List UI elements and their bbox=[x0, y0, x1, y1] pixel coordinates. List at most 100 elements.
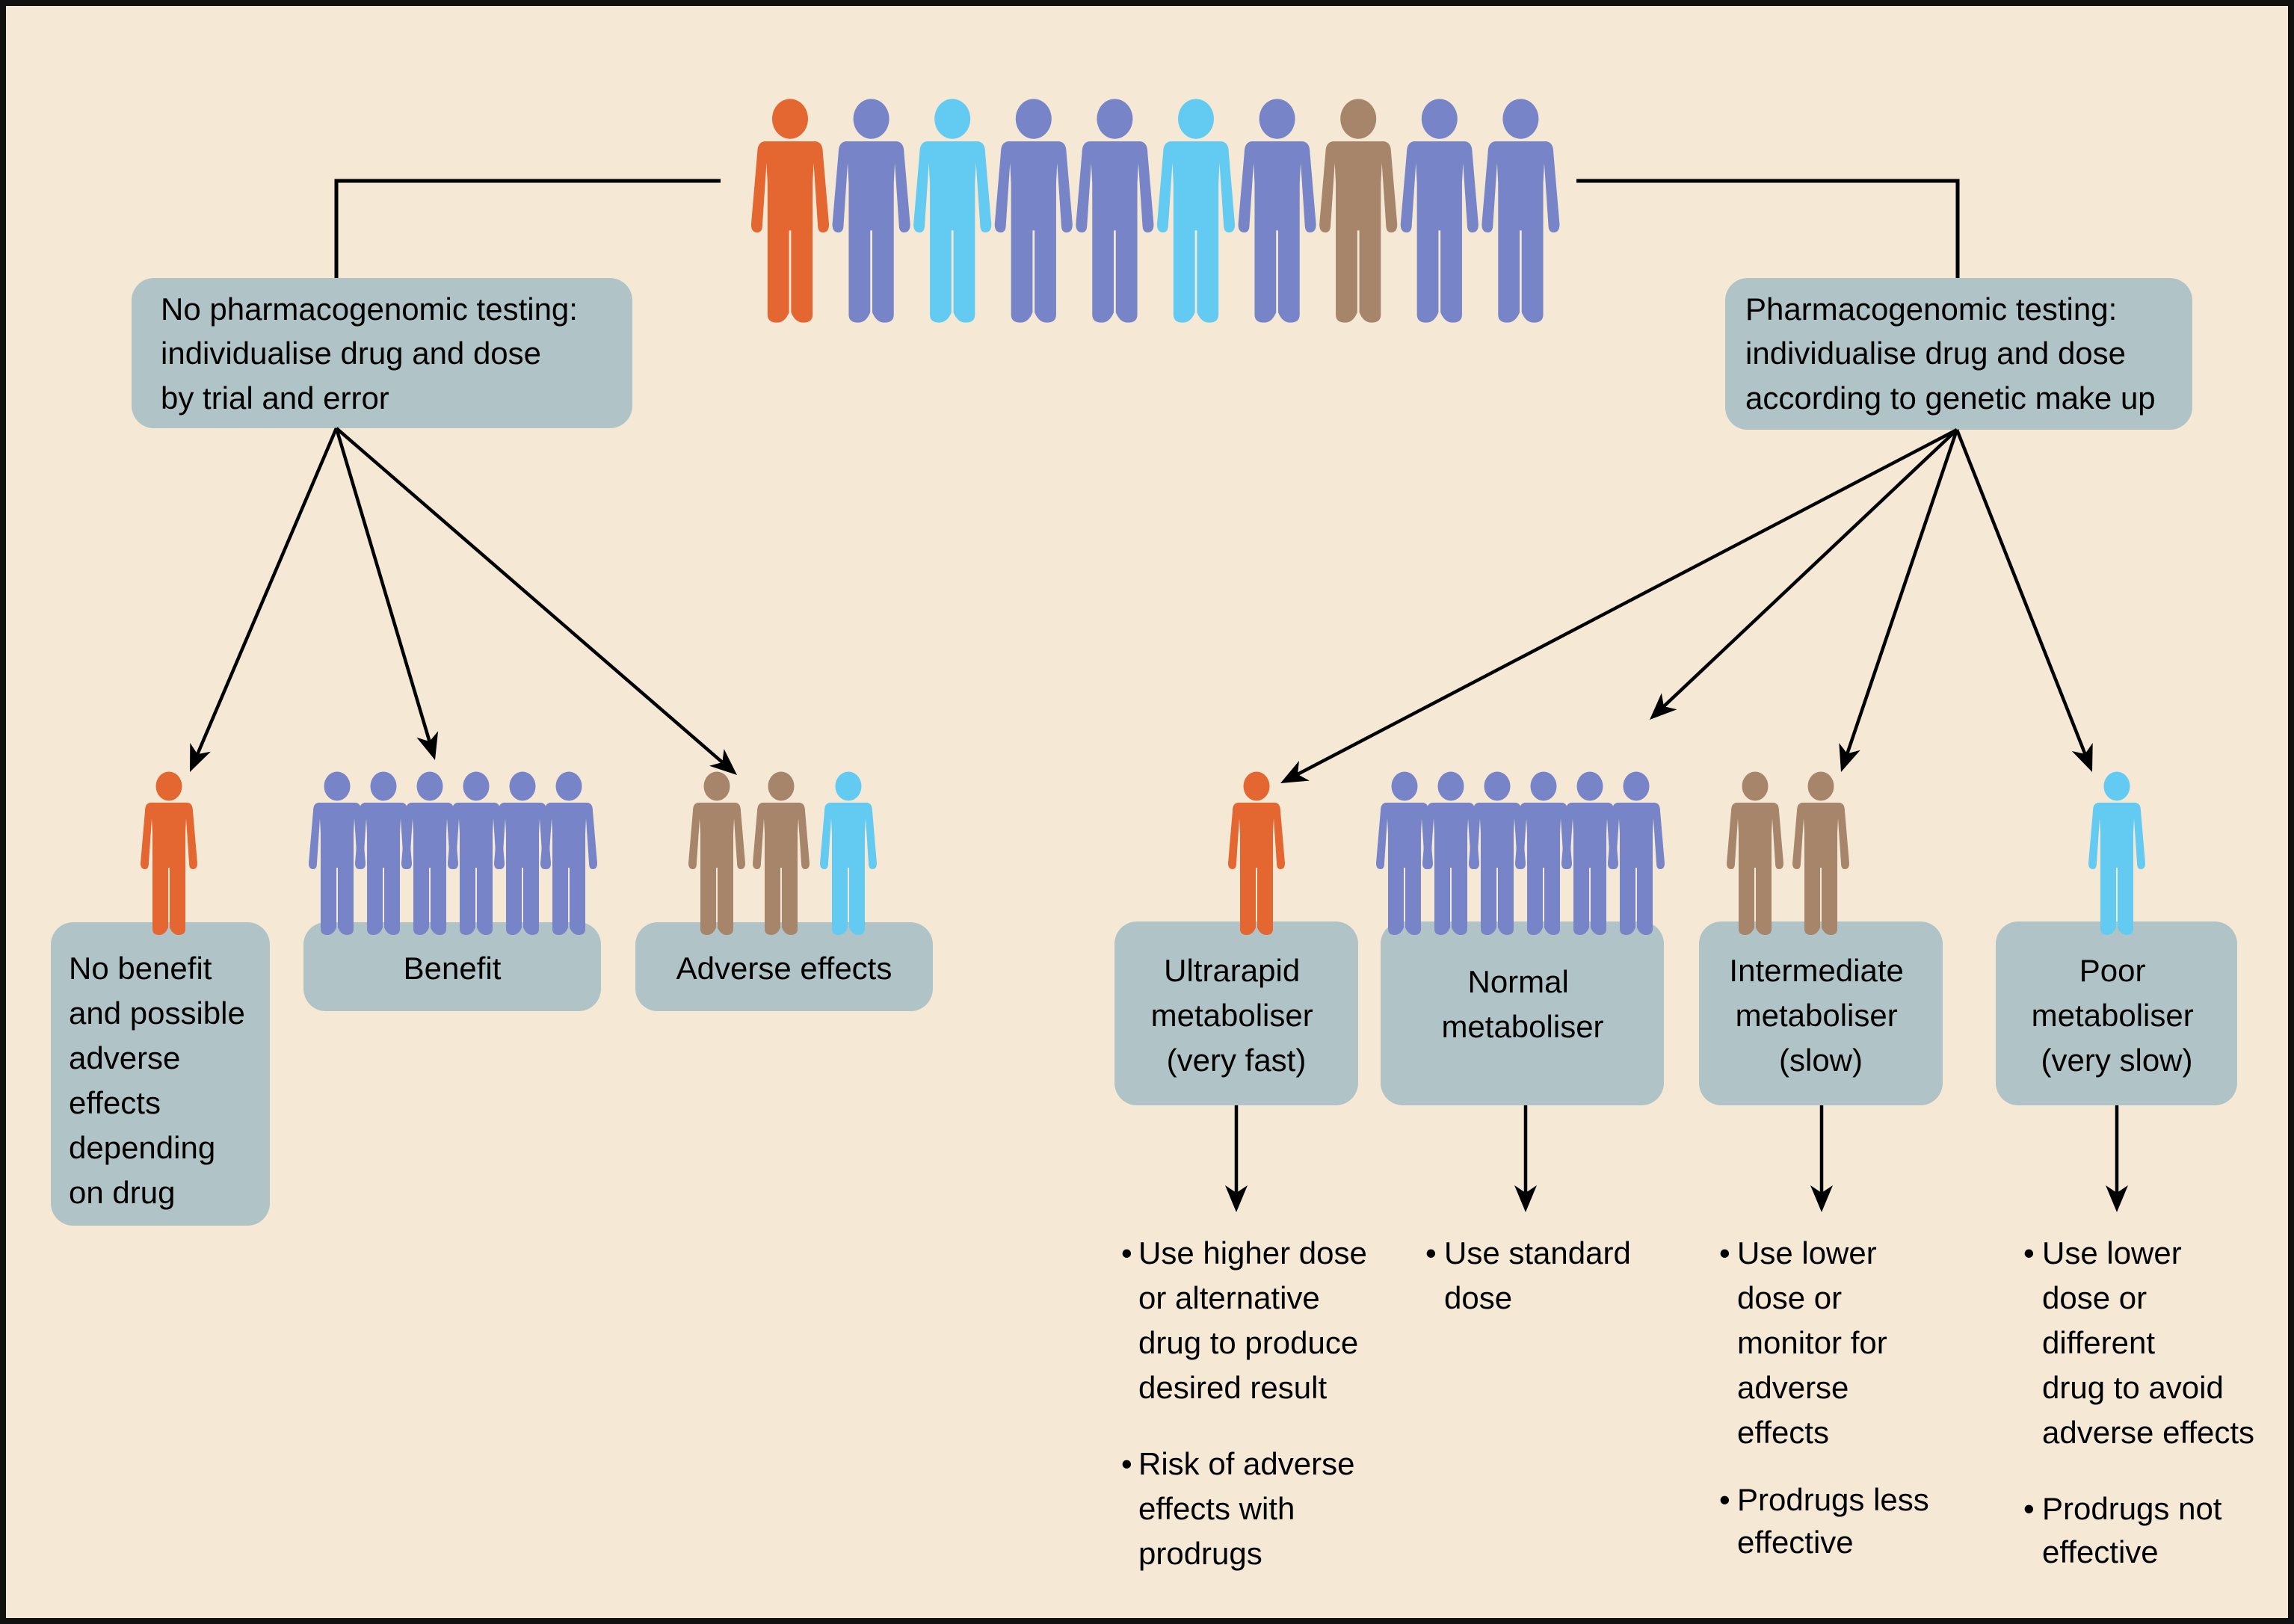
recommendation-line: adverse bbox=[1737, 1370, 1849, 1405]
person-head bbox=[1243, 771, 1270, 801]
testing-box: Pharmacogenomic testing: individualise d… bbox=[1725, 278, 2192, 430]
person-head bbox=[1015, 99, 1052, 139]
recommendation-item: Prodrugs not effective bbox=[2042, 1491, 2230, 1569]
person-body bbox=[355, 803, 412, 935]
person-icon-orange bbox=[750, 99, 830, 323]
bullet-icon: • bbox=[1719, 1235, 1730, 1271]
person-icon-brown bbox=[1319, 99, 1398, 323]
person-icon-cyan bbox=[913, 99, 992, 323]
arrowhead-icon bbox=[190, 743, 211, 772]
adverse-effects-box bbox=[635, 922, 933, 1011]
adverse-effects-label: Adverse effects bbox=[676, 951, 892, 986]
person-head bbox=[2103, 771, 2130, 801]
arrow-normal-recommendations bbox=[1514, 1105, 1537, 1212]
person-head bbox=[1391, 771, 1418, 801]
recommendation-line: effects bbox=[1737, 1415, 1829, 1450]
recommendation-line: Prodrugs less bbox=[1737, 1482, 1929, 1517]
connector-to-no-testing bbox=[334, 179, 721, 278]
person-icon-blue bbox=[540, 771, 597, 935]
testing-title-line: individualise drug and dose bbox=[1745, 336, 2126, 371]
person-icon-blue bbox=[494, 771, 551, 935]
person-icon-blue bbox=[309, 771, 366, 935]
person-body bbox=[1727, 803, 1783, 935]
person-head bbox=[370, 771, 397, 801]
person-icon-blue bbox=[1608, 771, 1665, 935]
person-head bbox=[703, 771, 730, 801]
person-icon-blue bbox=[1481, 99, 1560, 323]
bullet-icon: • bbox=[1719, 1482, 1730, 1517]
recommendation-line: Use standard bbox=[1444, 1235, 1631, 1271]
person-head bbox=[853, 99, 889, 139]
person-icon-brown bbox=[753, 771, 810, 935]
person-body bbox=[1422, 803, 1479, 935]
person-body bbox=[753, 803, 810, 935]
person-icon-blue bbox=[1561, 771, 1618, 935]
testing-title-line: Pharmacogenomic testing: bbox=[1745, 291, 2117, 327]
arrowhead-icon bbox=[416, 731, 439, 760]
person-head bbox=[324, 771, 351, 801]
normal-box bbox=[1381, 921, 1664, 1105]
poor-label-line: Poor bbox=[2079, 953, 2146, 988]
person-body bbox=[750, 141, 830, 323]
person-head bbox=[463, 771, 490, 801]
no-testing-title-line: individualise drug and dose bbox=[161, 336, 541, 371]
recommendation-line: desired result bbox=[1138, 1370, 1327, 1405]
bullet-icon: • bbox=[1121, 1235, 1132, 1271]
person-head bbox=[1530, 771, 1557, 801]
person-head bbox=[1484, 771, 1511, 801]
person-body bbox=[1792, 803, 1849, 935]
person-head bbox=[1178, 99, 1214, 139]
arrow-shaft bbox=[335, 427, 724, 764]
person-body bbox=[401, 803, 458, 935]
no-benefit-label-line: effects bbox=[69, 1085, 161, 1120]
normal-recommendations: • Use standard dose bbox=[1425, 1235, 1631, 1315]
person-body bbox=[1469, 803, 1526, 935]
arrow-to-ultrarapid bbox=[1280, 428, 1958, 783]
person-head bbox=[416, 771, 443, 801]
person-body bbox=[141, 803, 197, 935]
person-head bbox=[509, 771, 536, 801]
recommendation-line: dose or bbox=[2042, 1280, 2147, 1315]
person-icon-cyan bbox=[820, 771, 877, 935]
person-icon-orange bbox=[141, 771, 197, 935]
person-body bbox=[688, 803, 745, 935]
person-icon-blue bbox=[1238, 99, 1316, 323]
benefit-box bbox=[303, 922, 601, 1011]
arrowhead-icon bbox=[1280, 761, 1310, 783]
person-icon-brown bbox=[1727, 771, 1783, 935]
person-body bbox=[494, 803, 551, 935]
arrowhead-icon bbox=[709, 749, 737, 775]
recommendation-line: effects with bbox=[1138, 1491, 1295, 1526]
person-icon-brown bbox=[688, 771, 745, 935]
person-head bbox=[1742, 771, 1769, 801]
no-benefit-label-line: adverse bbox=[69, 1040, 180, 1075]
arrow-shaft bbox=[1297, 428, 1958, 776]
arrow-poor-recommendations bbox=[2106, 1105, 2128, 1212]
ultrarapid-box bbox=[1114, 921, 1358, 1105]
recommendation-line: drug to produce bbox=[1138, 1325, 1358, 1360]
no-benefit-label-line: No benefit bbox=[69, 951, 212, 986]
person-head bbox=[1807, 771, 1834, 801]
recommendation-item: Use lower dose or monitor for adverse ef… bbox=[1737, 1235, 1896, 1450]
flow-arrows bbox=[190, 427, 2128, 1212]
bullet-icon: • bbox=[1121, 1446, 1132, 1481]
arrowhead-icon bbox=[1810, 1185, 1833, 1212]
person-head bbox=[934, 99, 971, 139]
testing-title-line: according to genetic make up bbox=[1745, 380, 2156, 416]
benefit-label-line: Benefit bbox=[404, 951, 502, 986]
person-body bbox=[1400, 141, 1479, 323]
ultrarapid-label-line: (very fast) bbox=[1167, 1043, 1307, 1078]
person-body bbox=[309, 803, 366, 935]
person-body bbox=[540, 803, 597, 935]
person-body bbox=[1319, 141, 1398, 323]
no-testing-title: No pharmacogenomic testing: individualis… bbox=[161, 291, 587, 416]
person-icon-blue bbox=[401, 771, 458, 935]
bullet-icon: • bbox=[2023, 1235, 2035, 1271]
intermediate-recommendations: • Use lower dose or monitor for adverse … bbox=[1719, 1235, 1929, 1560]
arrow-shaft bbox=[1846, 429, 1959, 755]
person-body bbox=[913, 141, 992, 323]
recommendation-line: Prodrugs not bbox=[2042, 1491, 2222, 1526]
ultrarapid-label-line: Ultrarapid bbox=[1164, 953, 1300, 988]
person-body bbox=[1238, 141, 1316, 323]
arrow-shaft bbox=[1662, 428, 1958, 708]
